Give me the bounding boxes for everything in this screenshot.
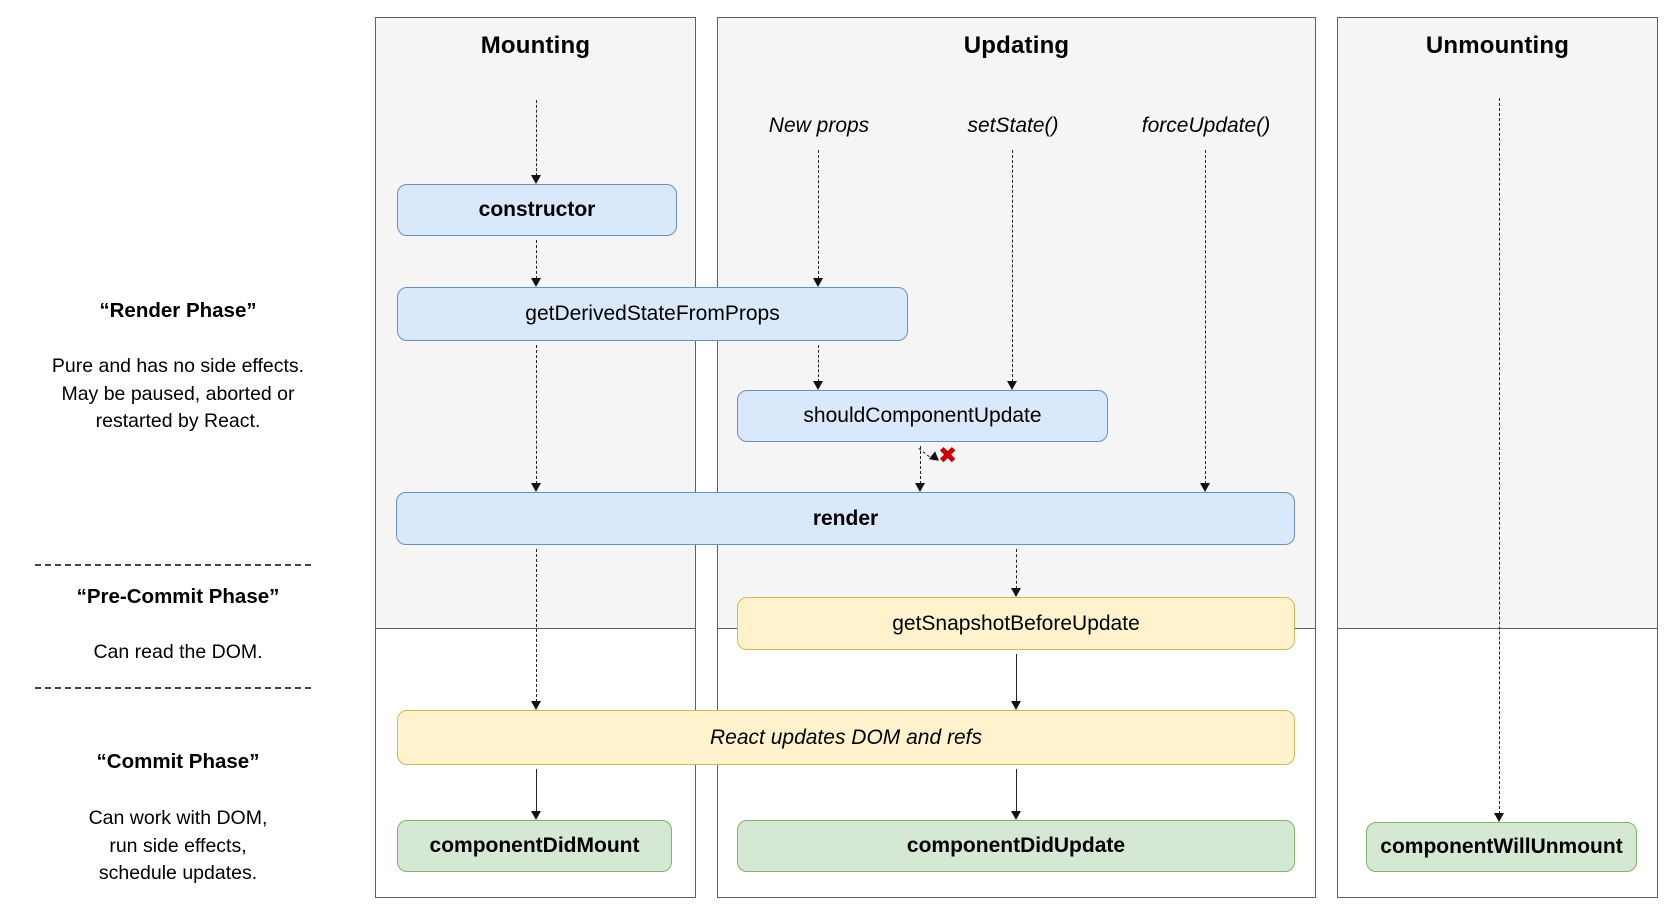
phase-divider-top — [35, 564, 311, 566]
unmounting-column-title: Unmounting — [1425, 32, 1570, 59]
phase-divider-bottom — [35, 687, 311, 689]
pre-commit-phase-line: Can read the DOM. — [93, 641, 263, 663]
commit-phase-title: “Commit Phase” — [96, 750, 260, 773]
arrow-unmounting-to-componentwillunmount — [1493, 98, 1505, 822]
arrow-shouldcomponentupdate-to-render — [914, 446, 926, 492]
lifecycle-box-componentwillunmount[interactable]: componentWillUnmount — [1366, 822, 1637, 872]
trigger-force-update: forceUpdate() — [1141, 114, 1271, 137]
lifecycle-box-render[interactable]: render — [396, 492, 1295, 545]
arrow-constructor-to-getderivedstate — [530, 240, 542, 287]
arrow-getderivedstate-to-shouldcomponentupdate — [812, 345, 824, 390]
lifecycle-box-react-updates-dom[interactable]: React updates DOM and refs — [397, 710, 1295, 765]
arrow-reactupdates-to-componentdidmount — [530, 769, 542, 820]
arrow-getderivedstate-to-render — [530, 345, 542, 492]
arrow-forceupdate-to-render — [1199, 150, 1211, 492]
lifecycle-box-constructor[interactable]: constructor — [397, 184, 677, 236]
lifecycle-box-getsnapshotbeforeupdate[interactable]: getSnapshotBeforeUpdate — [737, 597, 1295, 650]
lifecycle-box-componentdidupdate[interactable]: componentDidUpdate — [737, 820, 1295, 872]
arrow-render-to-getsnapshot — [1010, 549, 1022, 597]
arrow-render-to-reactupdates-mounting — [530, 549, 542, 710]
lifecycle-box-shouldcomponentupdate[interactable]: shouldComponentUpdate — [737, 390, 1108, 442]
commit-phase-line: schedule updates. — [98, 862, 258, 884]
lifecycle-box-getderivedstatefromprops[interactable]: getDerivedStateFromProps — [397, 287, 908, 341]
pre-commit-phase-title: “Pre-Commit Phase” — [76, 585, 280, 608]
arrow-getsnapshot-to-reactupdates — [1010, 654, 1022, 710]
arrow-setstate-to-shouldcomponentupdate — [1006, 150, 1018, 390]
render-phase-line: Pure and has no side effects. — [51, 355, 305, 377]
pre-commit-phase-description: Can read the DOM. — [28, 639, 328, 667]
arrow-mounting-start-to-constructor — [530, 100, 542, 184]
updating-column-title: Updating — [963, 32, 1070, 59]
render-phase-line: restarted by React. — [95, 410, 261, 432]
unmounting-column: Unmounting — [1337, 17, 1658, 898]
render-phase-description: Pure and has no side effects. May be pau… — [28, 353, 328, 436]
commit-phase-line: Can work with DOM, — [88, 807, 268, 829]
abort-x-icon: ✖ — [938, 442, 958, 468]
render-phase-title: “Render Phase” — [99, 299, 257, 322]
commit-phase-line: run side effects, — [109, 834, 247, 857]
trigger-new-props: New props — [768, 114, 870, 137]
mounting-column-title: Mounting — [480, 32, 591, 59]
commit-phase-description: Can work with DOM, run side effects, sch… — [28, 805, 328, 888]
lifecycle-box-componentdidmount[interactable]: componentDidMount — [397, 820, 672, 872]
unmounting-render-phase-area — [1338, 18, 1657, 629]
arrow-reactupdates-to-componentdidupdate — [1010, 769, 1022, 820]
trigger-set-state: setState() — [967, 114, 1059, 137]
arrow-newprops-to-getderivedstate — [812, 150, 824, 287]
render-phase-line: May be paused, aborted or — [61, 382, 295, 405]
